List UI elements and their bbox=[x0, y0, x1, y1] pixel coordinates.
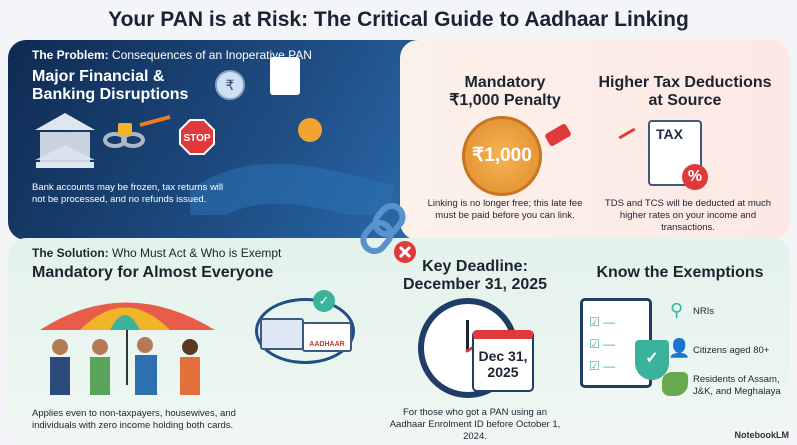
solution-kicker: The Solution: Who Must Act & Who is Exem… bbox=[32, 246, 282, 260]
bank-icon bbox=[35, 145, 95, 160]
exemption-item: NRIs bbox=[693, 306, 715, 317]
penalty-coin: ₹1,000 bbox=[462, 116, 542, 196]
frozen-bank-illustration: STOP bbox=[35, 113, 215, 168]
deadline-caption: For those who got a PAN using an Aadhaar… bbox=[389, 407, 561, 442]
exemption-item: Residents of Assam, J&K, and Meghalaya bbox=[693, 374, 781, 397]
people-under-umbrella-illustration bbox=[40, 302, 215, 395]
problem-caption: Bank accounts may be frozen, tax returns… bbox=[32, 182, 224, 205]
solution-panel bbox=[8, 238, 790, 438]
tax-document-icon: TAX % bbox=[648, 120, 708, 190]
person-icon bbox=[50, 339, 70, 395]
coin-icon bbox=[298, 118, 322, 142]
elderly-person-icon: 👤 bbox=[668, 338, 691, 358]
penalty-coin-label: ₹1,000 bbox=[472, 145, 532, 166]
problem-heading: Major Financial &Banking Disruptions bbox=[32, 68, 189, 103]
aadhaar-card-icon: AADHAAR bbox=[302, 322, 352, 352]
tax-document-label: TAX bbox=[656, 126, 683, 142]
pan-card-icon bbox=[260, 318, 304, 350]
percent-badge-icon: % bbox=[682, 164, 708, 190]
solution-heading: Mandatory for Almost Everyone bbox=[32, 264, 274, 281]
notebooklm-watermark: NotebookLM bbox=[734, 430, 790, 440]
rupee-coin-icon bbox=[215, 70, 245, 100]
penalty-caption: Linking is no longer free; this late fee… bbox=[427, 198, 583, 221]
stop-sign-icon: STOP bbox=[179, 119, 215, 155]
check-circle-icon: ✓ bbox=[313, 290, 335, 312]
person-icon bbox=[135, 337, 157, 395]
tds-caption: TDS and TCS will be deducted at much hig… bbox=[604, 198, 772, 233]
map-region-icon bbox=[662, 372, 688, 396]
svg-text:STOP: STOP bbox=[183, 133, 210, 144]
problem-kicker: The Problem: Consequences of an Inoperat… bbox=[32, 48, 312, 62]
deadline-heading: Key Deadline:December 31, 2025 bbox=[402, 258, 548, 293]
calendar-icon: Dec 31,2025 bbox=[472, 330, 534, 392]
chain-icon bbox=[103, 132, 145, 148]
location-pin-icon: ⚲ bbox=[670, 300, 684, 320]
paperwork-swirl-illustration: ₹ bbox=[190, 57, 395, 215]
page-title: Your PAN is at Risk: The Critical Guide … bbox=[108, 8, 689, 31]
arrow-icon bbox=[139, 115, 171, 127]
svg-text:₹: ₹ bbox=[226, 77, 235, 93]
exemption-item: Citizens aged 80+ bbox=[693, 345, 770, 356]
link-cycle-icon bbox=[255, 298, 355, 364]
penalty-heading: Mandatory₹1,000 Penalty bbox=[449, 74, 561, 109]
padlock-icon bbox=[118, 123, 132, 135]
document-icon bbox=[270, 57, 300, 95]
broken-chain-icon bbox=[360, 202, 416, 263]
exemptions-heading: Know the Exemptions bbox=[596, 264, 764, 281]
shield-check-icon: ✓ bbox=[635, 340, 669, 380]
person-icon bbox=[180, 339, 200, 395]
solution-caption: Applies even to non-taxpayers, housewive… bbox=[32, 408, 236, 431]
person-icon bbox=[90, 339, 110, 395]
